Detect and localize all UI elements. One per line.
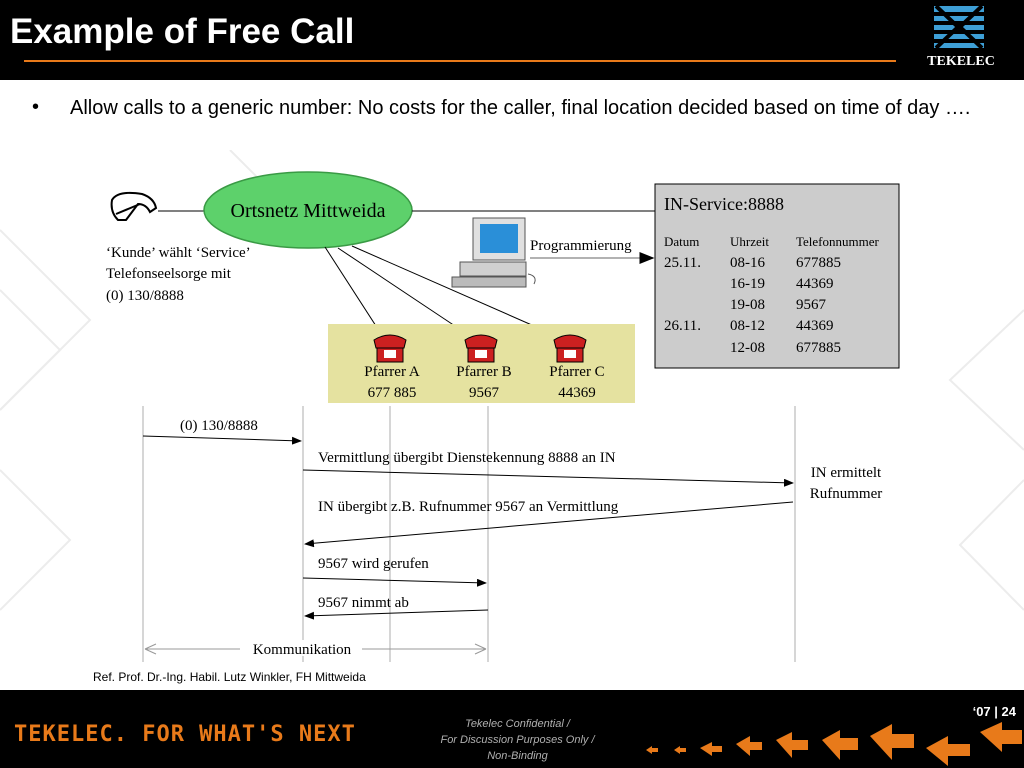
confidential-line: For Discussion Purposes Only / — [440, 734, 595, 746]
in-cell: 08-12 — [730, 318, 765, 334]
logo-wordmark: TEKELEC — [927, 54, 995, 69]
network-cloud — [203, 171, 413, 249]
confidential-line: Tekelec Confidential / — [465, 718, 570, 730]
bullet-marker: • — [32, 96, 40, 118]
customer-text-1: ‘Kunde’ wählt ‘Service’ — [106, 245, 251, 261]
pastor-a-name: Pfarrer A — [364, 364, 420, 380]
in-cell: 08-16 — [730, 255, 765, 271]
pastor-b-name: Pfarrer B — [456, 364, 511, 380]
title-underline — [24, 60, 896, 62]
dial-label: (0) 130/8888 — [180, 418, 258, 434]
in-cell: 16-19 — [730, 276, 765, 292]
header-bar — [0, 0, 1024, 80]
confidential-note: Tekelec Confidential / For Discussion Pu… — [410, 716, 625, 764]
bullet-text: Allow calls to a generic number: No cost… — [70, 97, 971, 119]
customer-text-2: Telefonseelsorge mit — [106, 266, 232, 282]
in-cell: 44369 — [796, 276, 834, 292]
customer-phone-icon — [110, 191, 158, 221]
in-header-date: Datum — [664, 234, 699, 249]
network-label: Ortsnetz Mittweida — [231, 200, 386, 222]
pastor-b-phone-icon — [464, 334, 498, 363]
pastor-c-number: 44369 — [558, 385, 596, 401]
in-cell: 25.11. — [664, 255, 701, 271]
reference-text: Ref. Prof. Dr.-Ing. Habil. Lutz Winkler,… — [93, 670, 366, 684]
free-call-diagram: Ortsnetz Mittweida ‘Kunde’ wählt ‘Servic… — [106, 171, 900, 662]
pastor-a-number: 677 885 — [368, 385, 417, 401]
tekelec-logo-icon — [934, 4, 984, 50]
communication-label: Kommunikation — [253, 642, 352, 658]
in-header-number: Telefonnummer — [796, 234, 880, 249]
footer-arrows-icon — [646, 722, 1022, 766]
in-service-box — [654, 183, 900, 369]
msg1-arrow — [302, 469, 794, 487]
msg4-label: 9567 nimmt ab — [318, 595, 409, 611]
in-header-time: Uhrzeit — [730, 234, 769, 249]
in-cell: 19-08 — [730, 297, 765, 313]
pastor-c-name: Pfarrer C — [549, 364, 604, 380]
in-cell: 9567 — [796, 297, 827, 313]
programming-label: Programmierung — [530, 238, 632, 254]
in-cell: 44369 — [796, 318, 834, 334]
msg2-arrow — [304, 501, 794, 548]
footer-tagline: TEKELEC. FOR WHAT'S NEXT — [14, 722, 356, 747]
in-service-title: IN-Service:8888 — [664, 194, 784, 214]
page-number: ‘07 | 24 — [972, 704, 1016, 719]
msg3-label: 9567 wird gerufen — [318, 556, 429, 572]
msg4-arrow — [304, 609, 489, 620]
footer-bar — [0, 690, 1024, 768]
msg1-label: Vermittlung übergibt Dienstekennung 8888… — [318, 450, 616, 466]
page-title: Example of Free Call — [10, 12, 355, 51]
in-cell: 12-08 — [730, 340, 765, 356]
confidential-line: Non-Binding — [487, 750, 548, 762]
msg2-label: IN übergibt z.B. Rufnummer 9567 an Vermi… — [318, 499, 619, 515]
in-cell: 677885 — [796, 340, 841, 356]
in-note-1: IN ermittelt — [811, 465, 882, 481]
in-cell: 677885 — [796, 255, 841, 271]
in-cell: 26.11. — [664, 318, 701, 334]
pastor-b-number: 9567 — [469, 385, 500, 401]
pastor-c-phone-icon — [553, 334, 587, 363]
customer-text-3: (0) 130/8888 — [106, 288, 184, 304]
in-note-2: Rufnummer — [810, 486, 883, 502]
pastor-a-phone-icon — [373, 334, 407, 363]
dial-arrow — [142, 435, 302, 445]
computer-icon — [451, 217, 536, 288]
msg3-arrow — [302, 577, 487, 587]
